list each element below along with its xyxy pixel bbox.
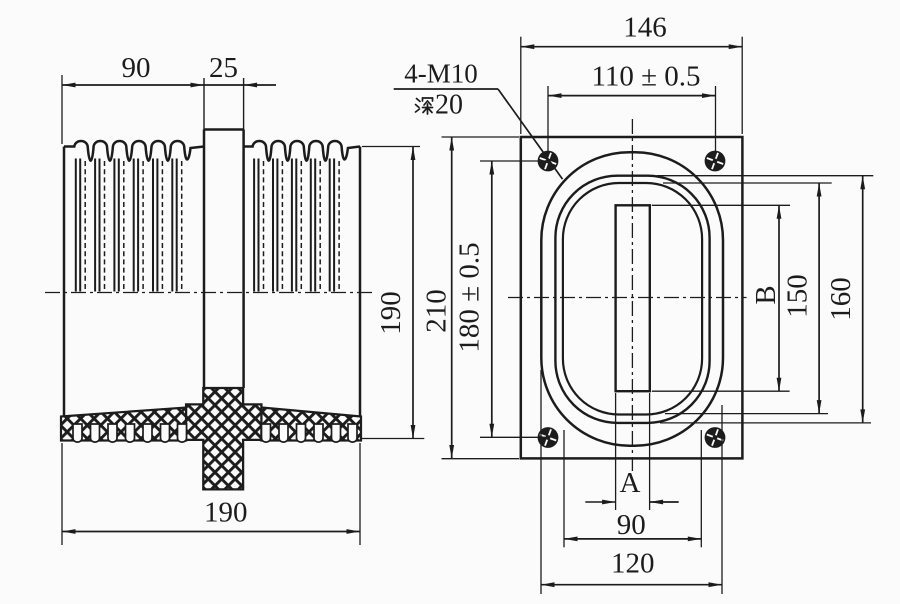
svg-text:180 ± 0.5: 180 ± 0.5 xyxy=(453,242,485,352)
svg-text:B: B xyxy=(750,285,782,304)
svg-text:190: 190 xyxy=(375,291,407,335)
svg-text:120: 120 xyxy=(611,548,655,580)
svg-text:A: A xyxy=(620,467,641,499)
svg-text:190: 190 xyxy=(204,497,248,529)
svg-text:90: 90 xyxy=(617,509,646,541)
svg-text:90: 90 xyxy=(122,52,151,84)
svg-text:4-M10: 4-M10 xyxy=(404,59,478,89)
svg-text:210: 210 xyxy=(421,289,453,333)
svg-text:25: 25 xyxy=(209,52,238,84)
svg-text:20: 20 xyxy=(435,90,463,121)
svg-text:110 ± 0.5: 110 ± 0.5 xyxy=(591,61,700,93)
svg-text:146: 146 xyxy=(623,12,667,44)
svg-text:150: 150 xyxy=(782,274,814,318)
svg-text:160: 160 xyxy=(825,277,857,321)
